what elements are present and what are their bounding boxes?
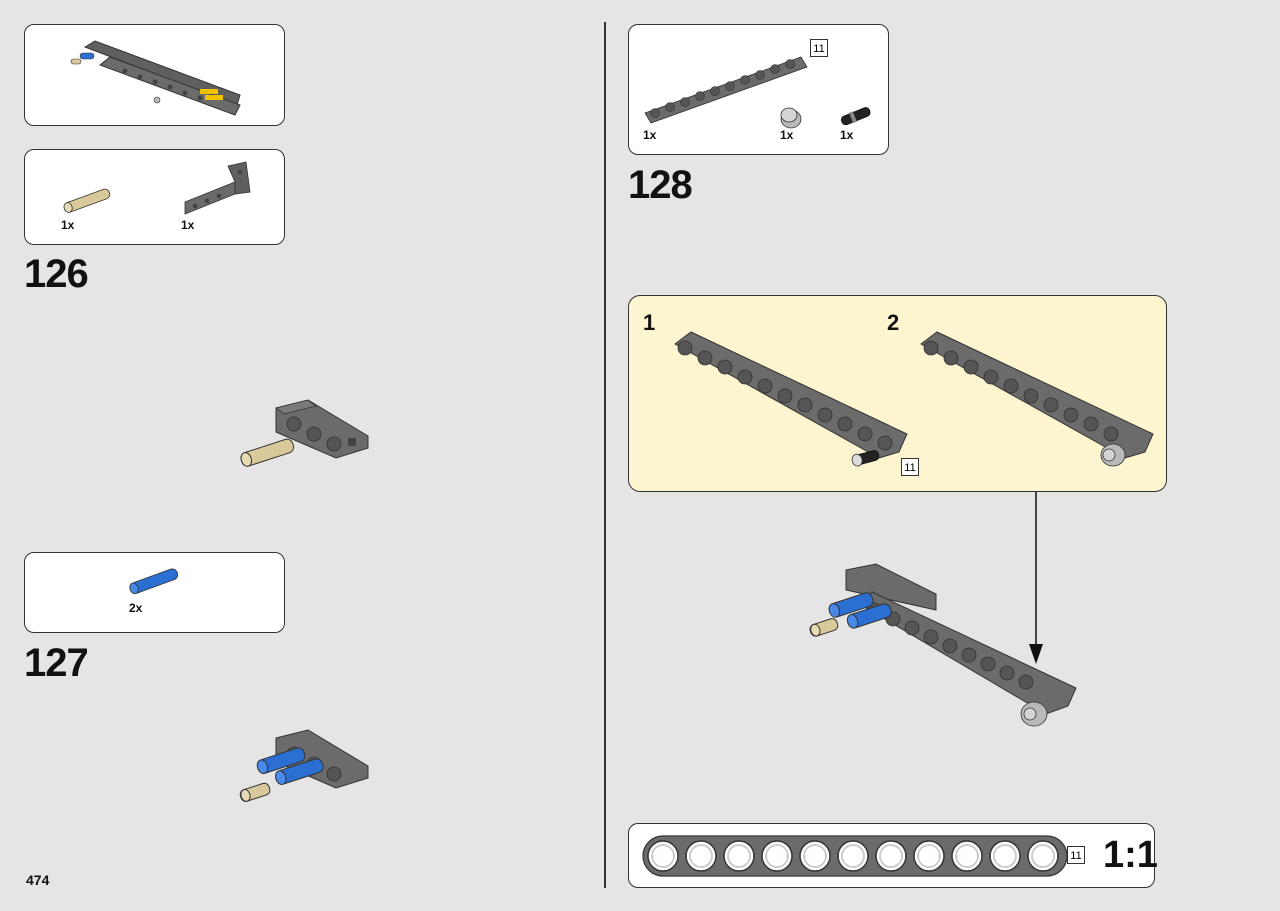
part-qty: 2x bbox=[129, 601, 143, 615]
step-number: 127 bbox=[24, 641, 89, 685]
part-qty: 1x bbox=[181, 218, 195, 232]
step-number: 128 bbox=[628, 163, 693, 207]
part-qty: 1x bbox=[780, 128, 794, 142]
scale-reference-box: 11 1:1 bbox=[628, 823, 1158, 888]
substep-number: 2 bbox=[887, 310, 900, 335]
previous-assembly-thumbnail bbox=[24, 24, 285, 126]
scale-label: 1:1 bbox=[1103, 834, 1158, 876]
black-pin-part bbox=[840, 107, 871, 126]
sub-assembly-panel: 1 11 2 bbox=[628, 295, 1167, 492]
substep-2-illustration bbox=[920, 331, 1154, 467]
step-128-parts-list: 11 1x 1x 1x bbox=[628, 24, 889, 155]
gray-beam-11-part bbox=[644, 56, 808, 124]
bush-part bbox=[780, 107, 802, 129]
attach-arrow bbox=[1029, 492, 1043, 664]
step-128-assembly bbox=[809, 563, 1077, 727]
previous-assembly-illustration bbox=[70, 40, 241, 116]
page-number: 474 bbox=[26, 872, 50, 888]
scale-beam-11 bbox=[642, 835, 1068, 877]
step-127-parts-list: 2x bbox=[24, 552, 285, 633]
gray-l-beam-part bbox=[184, 161, 251, 215]
part-qty: 1x bbox=[61, 218, 75, 232]
part-qty: 1x bbox=[643, 128, 657, 142]
substep-number: 1 bbox=[643, 310, 656, 335]
part-qty: 1x bbox=[840, 128, 854, 142]
tan-axle-pin-part bbox=[63, 188, 111, 213]
substep-1-illustration bbox=[674, 331, 908, 467]
column-divider bbox=[604, 22, 606, 888]
step-126-parts-list: 1x 1x bbox=[24, 149, 285, 245]
blue-pin-part bbox=[129, 568, 179, 595]
part-length-indicator: 11 bbox=[810, 39, 828, 57]
step-127-assembly bbox=[239, 729, 369, 802]
step-126-assembly bbox=[240, 399, 369, 467]
scale-length-indicator: 11 bbox=[1067, 846, 1085, 864]
part-length-indicator: 11 bbox=[901, 458, 919, 476]
step-number: 126 bbox=[24, 252, 89, 296]
